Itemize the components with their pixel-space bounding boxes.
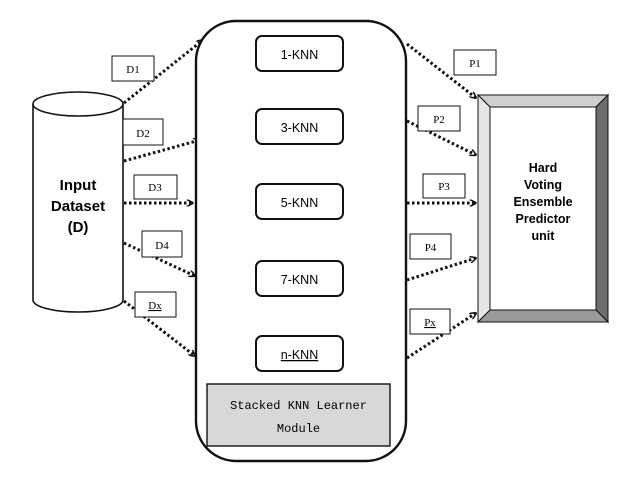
subset-label: D3: [148, 182, 162, 194]
subset-label: D1: [126, 64, 139, 76]
learner-5-knn: 5-KNN: [255, 183, 344, 220]
subset-box-d3: D3: [133, 174, 178, 200]
prediction-label: P4: [425, 242, 437, 254]
predictor-label-line2: Voting: [524, 178, 562, 192]
input-label-line1: Input: [60, 177, 97, 194]
subset-label: Dx: [148, 300, 162, 312]
subset-labels: D1 D2 D3 D4 Dx: [111, 55, 183, 318]
predictor-label-line3: Ensemble: [513, 195, 572, 209]
input-arrows: [123, 40, 203, 356]
arrow-d4: [123, 241, 195, 278]
module-caption: Stacked KNN Learner Module: [206, 383, 391, 447]
learner-3-knn: 3-KNN: [255, 108, 344, 145]
subset-box-d4: D4: [141, 230, 183, 258]
prediction-labels: P1 P2 P3 P4 Px: [409, 49, 497, 335]
input-dataset-cylinder: Input Dataset (D): [32, 91, 124, 313]
arrow-d1: [123, 40, 203, 105]
arrow-px: [406, 313, 476, 360]
predictor-label-line4: Predictor: [516, 212, 571, 226]
predictor-label-line1: Hard: [529, 161, 557, 175]
arrow-p4: [406, 258, 476, 282]
subset-box-dx: Dx: [134, 291, 177, 318]
learner-label: 3-KNN: [281, 121, 319, 135]
prediction-box-p1: P1: [453, 49, 497, 76]
predictor-label-line5: unit: [532, 229, 556, 243]
hard-voting-predictor: Hard Voting Ensemble Predictor unit: [476, 93, 610, 324]
stacked-knn-module: 1-KNN 3-KNN 5-KNN 7-KNN n-KNN Stacked KN…: [194, 19, 408, 463]
subset-box-d1: D1: [111, 55, 155, 82]
learner-label: 7-KNN: [281, 273, 319, 287]
prediction-arrows: [406, 42, 476, 360]
prediction-box-p3: P3: [422, 173, 466, 199]
learner-n-knn: n-KNN: [255, 335, 344, 372]
prediction-label: P1: [469, 58, 481, 70]
prediction-label: Px: [424, 317, 436, 329]
subset-label: D4: [155, 240, 169, 252]
subset-label: D2: [136, 128, 149, 140]
learner-7-knn: 7-KNN: [255, 260, 344, 297]
prediction-box-px: Px: [409, 308, 451, 335]
prediction-box-p2: P2: [417, 105, 461, 132]
learner-label: n-KNN: [281, 348, 319, 362]
module-caption-line2: Module: [277, 422, 320, 436]
prediction-label: P3: [438, 181, 450, 193]
learner-label: 5-KNN: [281, 196, 319, 210]
prediction-label: P2: [433, 114, 445, 126]
module-caption-line1: Stacked KNN Learner: [230, 399, 367, 413]
learner-1-knn: 1-KNN: [255, 35, 344, 72]
learner-label: 1-KNN: [281, 48, 319, 62]
subset-box-d2: D2: [122, 118, 164, 146]
input-label-line3: (D): [68, 219, 89, 236]
prediction-box-p4: P4: [409, 233, 452, 260]
arrow-d2: [123, 140, 200, 163]
input-label-line2: Dataset: [51, 198, 105, 215]
